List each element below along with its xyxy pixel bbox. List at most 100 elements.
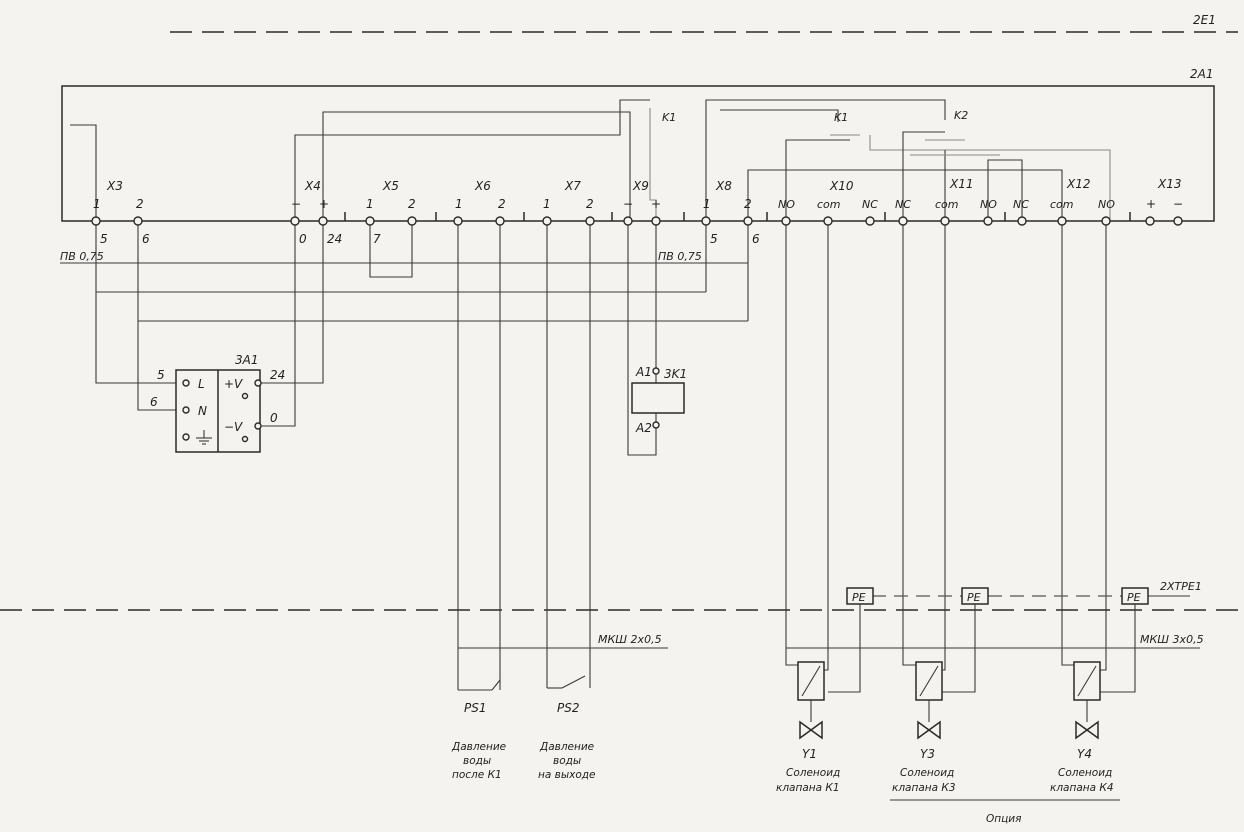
rail-separators <box>344 212 1131 221</box>
terminal-node <box>318 216 328 226</box>
connector-x4-label: X4 <box>304 179 321 193</box>
pe-terminal: PE <box>852 591 866 604</box>
power-output-plus: +V <box>224 377 243 391</box>
relay-coil: 3K1 A1 A2 <box>631 365 687 435</box>
ps2-label: PS2 <box>557 701 580 715</box>
solenoid-caption: клапана К3 <box>892 782 956 794</box>
pin-label: com <box>1050 198 1074 211</box>
terminal-node <box>133 216 143 226</box>
cable-right-label: МКШ 3х0,5 <box>1140 633 1204 646</box>
outer-block-label: 2E1 <box>1193 13 1216 27</box>
terminal-node <box>453 216 463 226</box>
pressure-switch-ps1: PS1 Давление воды после К1 <box>451 648 506 781</box>
pin-label: com <box>935 198 959 211</box>
connector-x3-label: X3 <box>106 179 123 193</box>
pin-label: 2 <box>744 197 752 211</box>
terminal-node <box>865 216 875 226</box>
terminal-node <box>781 216 791 226</box>
terminal-node <box>1057 216 1067 226</box>
pin-label: 1 <box>93 197 101 211</box>
wire-number: 6 <box>142 232 150 246</box>
connector-x13-label: X13 <box>1157 177 1182 191</box>
connector-x11-label: X11 <box>949 177 974 191</box>
terminal-node <box>1101 216 1111 226</box>
ps1-label: PS1 <box>464 701 487 715</box>
relay-contact-k1-right: K1 <box>834 111 848 124</box>
solenoid-y1: Y1 Соленоид клапана К1 <box>776 648 861 794</box>
connector-names: X3 X4 X5 X6 X7 X9 X8 X10 X11 X12 X13 <box>106 177 1182 193</box>
ps2-caption: Давление <box>539 741 594 753</box>
connector-x9-label: X9 <box>632 179 649 193</box>
wire-number: 24 <box>270 368 285 382</box>
solenoid-label: Y3 <box>920 747 935 761</box>
wire-number: 0 <box>270 411 278 425</box>
pe-terminal: PE <box>1127 591 1141 604</box>
wire-type-left: ПВ 0,75 <box>60 250 104 263</box>
pin-label: 1 <box>366 197 374 211</box>
ps1-caption: воды <box>463 755 491 767</box>
terminal-node <box>940 216 950 226</box>
connector-x12-label: X12 <box>1066 177 1091 191</box>
pe-bus: PE PE PE 2XTPE1 <box>846 580 1202 605</box>
pin-label: 1 <box>543 197 551 211</box>
connector-x10-label: X10 <box>829 179 854 193</box>
relay-contact-k2: K2 <box>954 109 968 122</box>
wire-number: 7 <box>373 232 381 246</box>
inner-block-frame: 2A1 <box>61 67 1215 222</box>
cables: МКШ 2х0,5 МКШ 3х0,5 <box>458 633 1204 649</box>
terminal-node <box>1173 216 1183 226</box>
pin-label: NC <box>895 198 911 211</box>
ps2-caption: воды <box>553 755 581 767</box>
ground-icon <box>196 430 212 445</box>
terminal-node <box>1145 216 1155 226</box>
inner-block-label: 2A1 <box>1190 67 1213 81</box>
solenoid-caption: клапана К4 <box>1050 782 1114 794</box>
pin-label: + <box>319 197 329 211</box>
wire-numbers: 5 6 0 24 7 5 6 <box>100 232 760 246</box>
connector-x5-label: X5 <box>382 179 399 193</box>
pin-label: + <box>651 197 661 211</box>
pin-labels: 1 2 − + 1 2 1 2 1 2 − + 1 2 NO com NC NC… <box>93 197 1183 211</box>
solenoid-caption: Соленоид <box>900 767 954 779</box>
ps1-caption: после К1 <box>452 769 502 781</box>
pin-label: 1 <box>455 197 463 211</box>
pressure-switch-ps2: PS2 Давление воды на выходе <box>538 648 595 781</box>
pin-label: NO <box>778 198 795 211</box>
wire-type-right: ПВ 0,75 <box>658 250 702 263</box>
pin-label: − <box>1173 197 1183 211</box>
connector-x6-label: X6 <box>474 179 491 193</box>
connector-x8-label: X8 <box>715 179 732 193</box>
pin-label: − <box>623 197 633 211</box>
solenoid-caption: клапана К1 <box>776 782 840 794</box>
terminal-node <box>623 216 633 226</box>
solenoid-y3: Y3 Соленоид клапана К3 <box>892 648 976 794</box>
outer-block-frame: 2E1 <box>0 13 1244 611</box>
terminal-nodes <box>91 216 1183 226</box>
terminal-node <box>983 216 993 226</box>
terminal-node <box>542 216 552 226</box>
terminal-node <box>823 216 833 226</box>
relay-pin-a2: A2 <box>635 421 652 435</box>
solenoid-caption: Соленоид <box>1058 767 1112 779</box>
wire-number: 5 <box>157 368 165 382</box>
pin-label: NC <box>1013 198 1029 211</box>
wire-number: 0 <box>299 232 307 246</box>
terminal-node <box>365 216 375 226</box>
power-output-minus: −V <box>224 420 243 434</box>
external-wiring <box>60 221 1136 648</box>
terminal-node <box>1017 216 1027 226</box>
terminal-node <box>290 216 300 226</box>
wire-number: 24 <box>327 232 342 246</box>
solenoid-caption: Соленоид <box>786 767 840 779</box>
power-input-l: L <box>198 377 205 391</box>
terminal-node <box>495 216 505 226</box>
power-input-n: N <box>198 404 207 418</box>
pin-label: NC <box>862 198 878 211</box>
ps1-caption: Давление <box>451 741 506 753</box>
option-bracket: Опция <box>890 799 1120 825</box>
cable-left-label: МКШ 2х0,5 <box>598 633 662 646</box>
pin-label: NO <box>980 198 997 211</box>
solenoid-label: Y4 <box>1077 747 1092 761</box>
pin-label: 2 <box>498 197 506 211</box>
